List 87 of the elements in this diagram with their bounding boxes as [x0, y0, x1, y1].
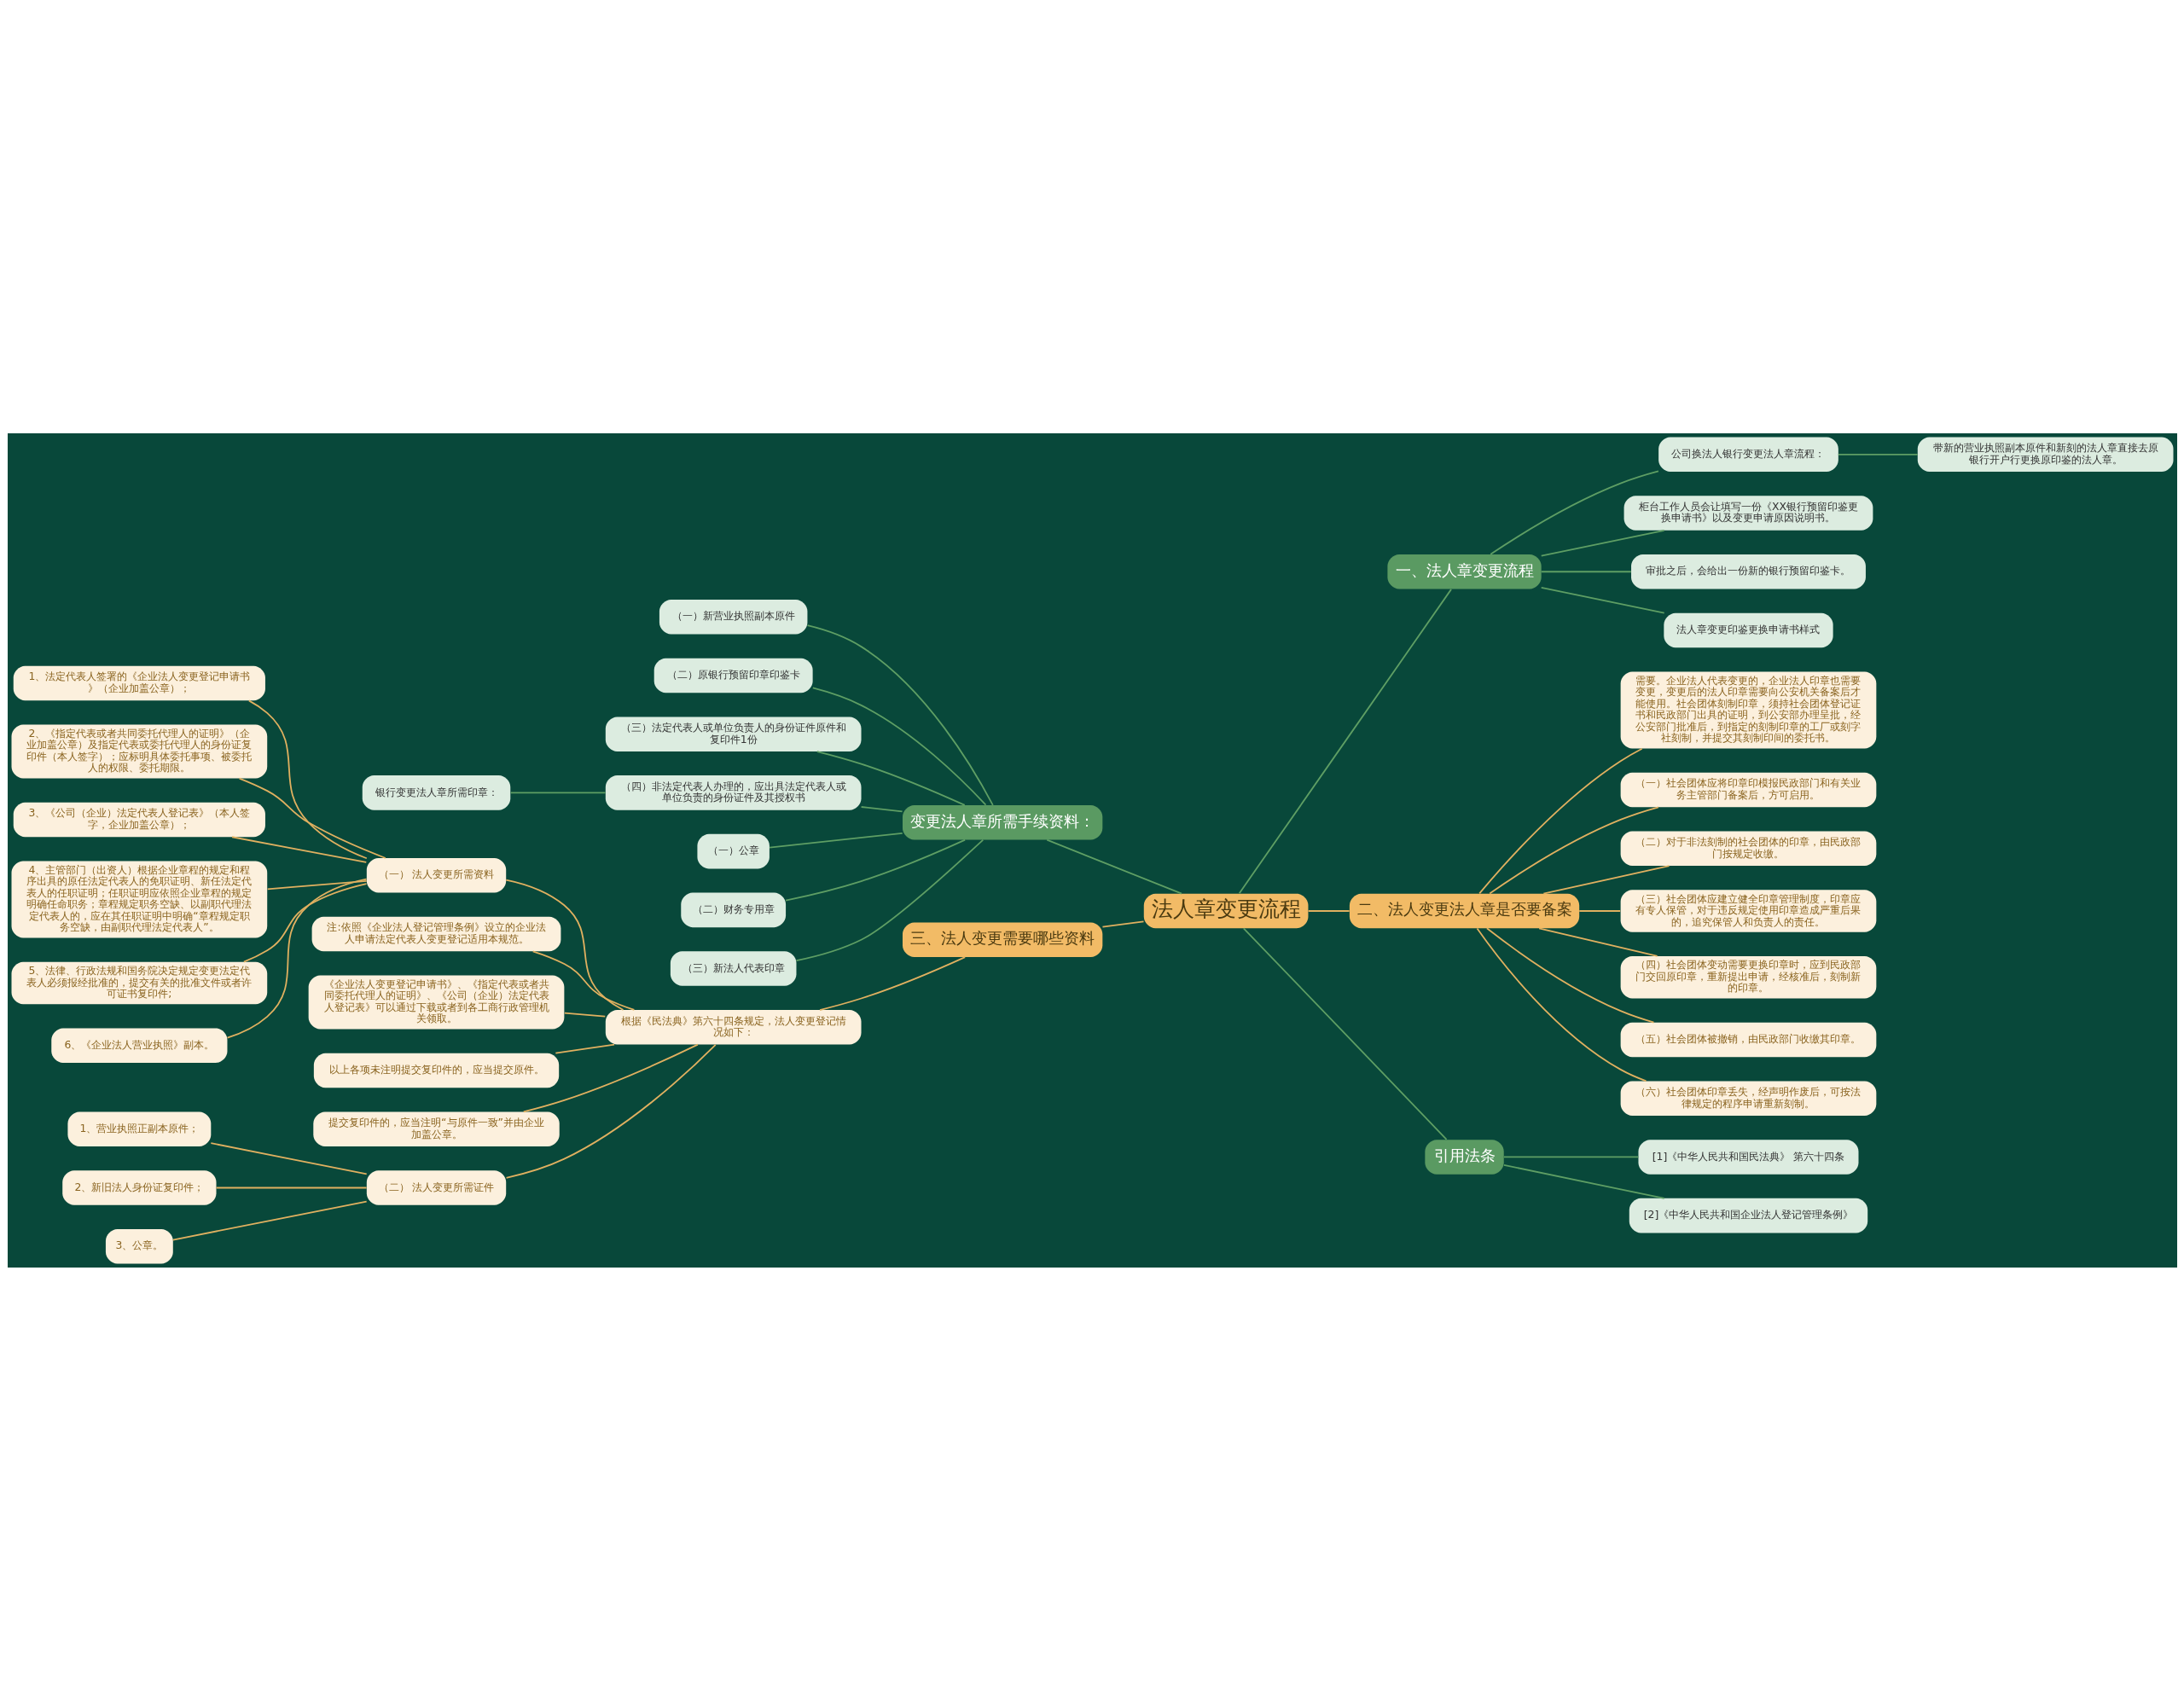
- connector: [554, 1043, 615, 1054]
- node-box: 柜台工作人员会让填写一份《XX银行预留印鉴更换申请书》以及变更申请原因说明书。: [1623, 495, 1873, 531]
- node-box: [1]《中华人民共和国民法典》 第六十四条: [1638, 1139, 1858, 1175]
- connector: [226, 878, 367, 1039]
- node-box: （四）社会团体变动需要更换印章时，应到民政部门交回原印章，重新提出申请，经核准后，刻制新的印章。: [1620, 955, 1876, 998]
- node-box: 2、新旧法人身份证复印件；: [61, 1169, 216, 1205]
- connector: [1540, 570, 1632, 572]
- node-box: （一） 法人变更所需资料: [366, 857, 506, 893]
- connector: [230, 835, 367, 863]
- connector: [795, 838, 984, 961]
- connector: [1238, 588, 1452, 894]
- connector: [215, 1187, 367, 1188]
- node-box: （二） 法人变更所需证件: [366, 1169, 506, 1205]
- connector: [1478, 747, 1643, 894]
- node-box: 根据《民法典》第六十四条规定，法人变更登记情况如下：: [605, 1009, 861, 1045]
- connector: [1577, 909, 1621, 912]
- node-box: [2]《中华人民共和国企业法人登记管理条例》: [1629, 1198, 1867, 1233]
- node-box: （五）社会团体被撤销，由民政部门收缴其印章。: [1620, 1022, 1876, 1057]
- node-box: 提交复印件的，应当注明“与原件一致”并由企业加盖公章。: [312, 1111, 560, 1146]
- connector: [1488, 805, 1659, 894]
- connector: [209, 1141, 368, 1175]
- connector: [1837, 453, 1919, 455]
- connector: [811, 687, 986, 805]
- connector: [1242, 926, 1447, 1140]
- node-box: （三）社会团体应建立健全印章管理制度，印章应有专人保管，对于违反规定使用印章造成严重后果的，追究保管人和负责人的责任。: [1620, 889, 1876, 932]
- node-box: 三、法人变更需要哪些资料: [902, 922, 1102, 957]
- node-box: 以上各项未注明提交复印件的，应当提交原件。: [313, 1053, 559, 1088]
- connector: [768, 832, 903, 849]
- node-box: 《企业法人变更登记申请书》、《指定代表或者共同委托代理人的证明》、《公司（企业）法定代表人登记表》可以通过下载或者到各工商行政管理机关领取。: [308, 974, 564, 1030]
- node-box: 需要。企业法人代表变更的，企业法人印章也需要变更，变更后的法人印章需要向公安机关备案后才能使用。社会团体刻制印章，须持社会团体登记证书和民政部门出具的证明，到公安部办理呈批，经公安部门批准后，到指定的刻制印章的工厂或刻字社刻制，并提交其刻制印间的委托书。: [1620, 670, 1876, 749]
- node-box: 二、法人变更法人章是否要备案: [1349, 893, 1579, 928]
- node-box: 6、《企业法人营业执照》副本。: [50, 1027, 227, 1063]
- node-box: 注:依照《企业法人登记管理条例》设立的企业法人申请法定代表人变更登记适用本规范。: [311, 916, 561, 951]
- node-box: 变更法人章所需手续资料：: [902, 804, 1102, 840]
- node-box: （三）法定代表人或单位负责人的身份证件原件和复印件1份: [605, 716, 861, 751]
- connector: [784, 838, 966, 901]
- connector: [1540, 529, 1665, 557]
- node-box: （六）社会团体印章丢失，经声明作废后，可按法律规定的程序申请重新刻制。: [1620, 1080, 1876, 1116]
- node-box: 法人章变更印鉴更换申请书样式: [1663, 612, 1833, 647]
- node-box: （二）对于非法刻制的社会团体的印章，由民政部门按规定收缴。: [1620, 830, 1876, 866]
- connector: [816, 750, 966, 806]
- node-box: 银行变更法人章所需印章：: [362, 775, 510, 810]
- node-box: （四）非法定代表人办理的，应出具法定代表人或单位负责的身份证件及其授权书: [605, 775, 861, 810]
- connector: [1485, 926, 1654, 1023]
- connector: [266, 879, 368, 890]
- connector: [1542, 864, 1670, 895]
- connector: [509, 792, 607, 793]
- connector: [1476, 927, 1647, 1082]
- connector: [818, 955, 966, 1011]
- node-box: （二）财务专用章: [680, 892, 786, 927]
- connector: [1045, 838, 1182, 895]
- connector: [238, 777, 386, 859]
- connector: [504, 879, 624, 1011]
- connector: [1537, 926, 1658, 957]
- node-box: 5、法律、行政法规和国务院决定规定变更法定代表人必须报经批准的，提交有关的批准文件或者许可证书复印件;: [11, 961, 267, 1004]
- connector: [563, 1012, 606, 1018]
- connector: [247, 699, 368, 859]
- node-box: 一、法人章变更流程: [1386, 554, 1542, 589]
- node-box: （一）新营业执照副本原件: [659, 599, 807, 634]
- node-box: （一）社会团体应将印章印模报民政部门和有关业务主管部门备案后，方可启用。: [1620, 772, 1876, 807]
- node-box: 3、公章。: [105, 1228, 173, 1263]
- connector: [1502, 1156, 1639, 1158]
- connector: [522, 1043, 699, 1112]
- node-box: 1、营业执照正副本原件；: [67, 1111, 211, 1146]
- connector: [1489, 470, 1659, 555]
- connector: [505, 1043, 717, 1179]
- connector: [171, 1200, 368, 1240]
- connector: [1101, 920, 1144, 928]
- connector: [1502, 1163, 1665, 1199]
- node-box: 审批之后，会给出一份新的银行预留印鉴卡。: [1630, 554, 1866, 589]
- node-box: 4、主管部门（出资人）根据企业章程的规定和程序出具的原任法定代表人的免职证明、新任法定代表人的任职证明；任职证明应依照企业章程的规定明确任命职务；章程规定职务空缺、以副职代理法定代表人的，应在其任职证明中明确“章程规定职务空缺，由副职代理法定代表人”。: [11, 860, 267, 938]
- node-box: （二）原银行预留印章印鉴卡: [653, 658, 813, 693]
- connector: [531, 949, 635, 1011]
- connector: [806, 624, 994, 806]
- node-box: 2、《指定代表或者共同委托代理人的证明》（企业加盖公章）及指定代表或委托代理人的身份证复印件（本人签字）；应标明具体委托事项、被委托人的权限、委托期限。: [11, 723, 267, 778]
- connector: [1540, 586, 1665, 614]
- node-box: 法人章变更流程: [1143, 893, 1308, 928]
- node-box: （三）新法人代表印章: [670, 950, 796, 986]
- node-box: （一）公章: [696, 833, 770, 868]
- node-box: 公司换法人银行变更法人章流程：: [1658, 437, 1838, 472]
- node-box: 3、《公司（企业）法定代表人登记表》（本人签字，企业加盖公章）；: [13, 802, 265, 837]
- node-box: 引用法条: [1424, 1139, 1504, 1175]
- connector: [860, 805, 903, 812]
- connector: [1307, 909, 1350, 912]
- node-box: 带新的营业执照副本原件和新刻的法人章直接去原银行开户行更换原印鉴的法人章。: [1917, 437, 2173, 472]
- connector: [242, 882, 367, 963]
- node-box: 1、法定代表人签署的《企业法人变更登记申请书》（企业加盖公章）；: [13, 665, 265, 700]
